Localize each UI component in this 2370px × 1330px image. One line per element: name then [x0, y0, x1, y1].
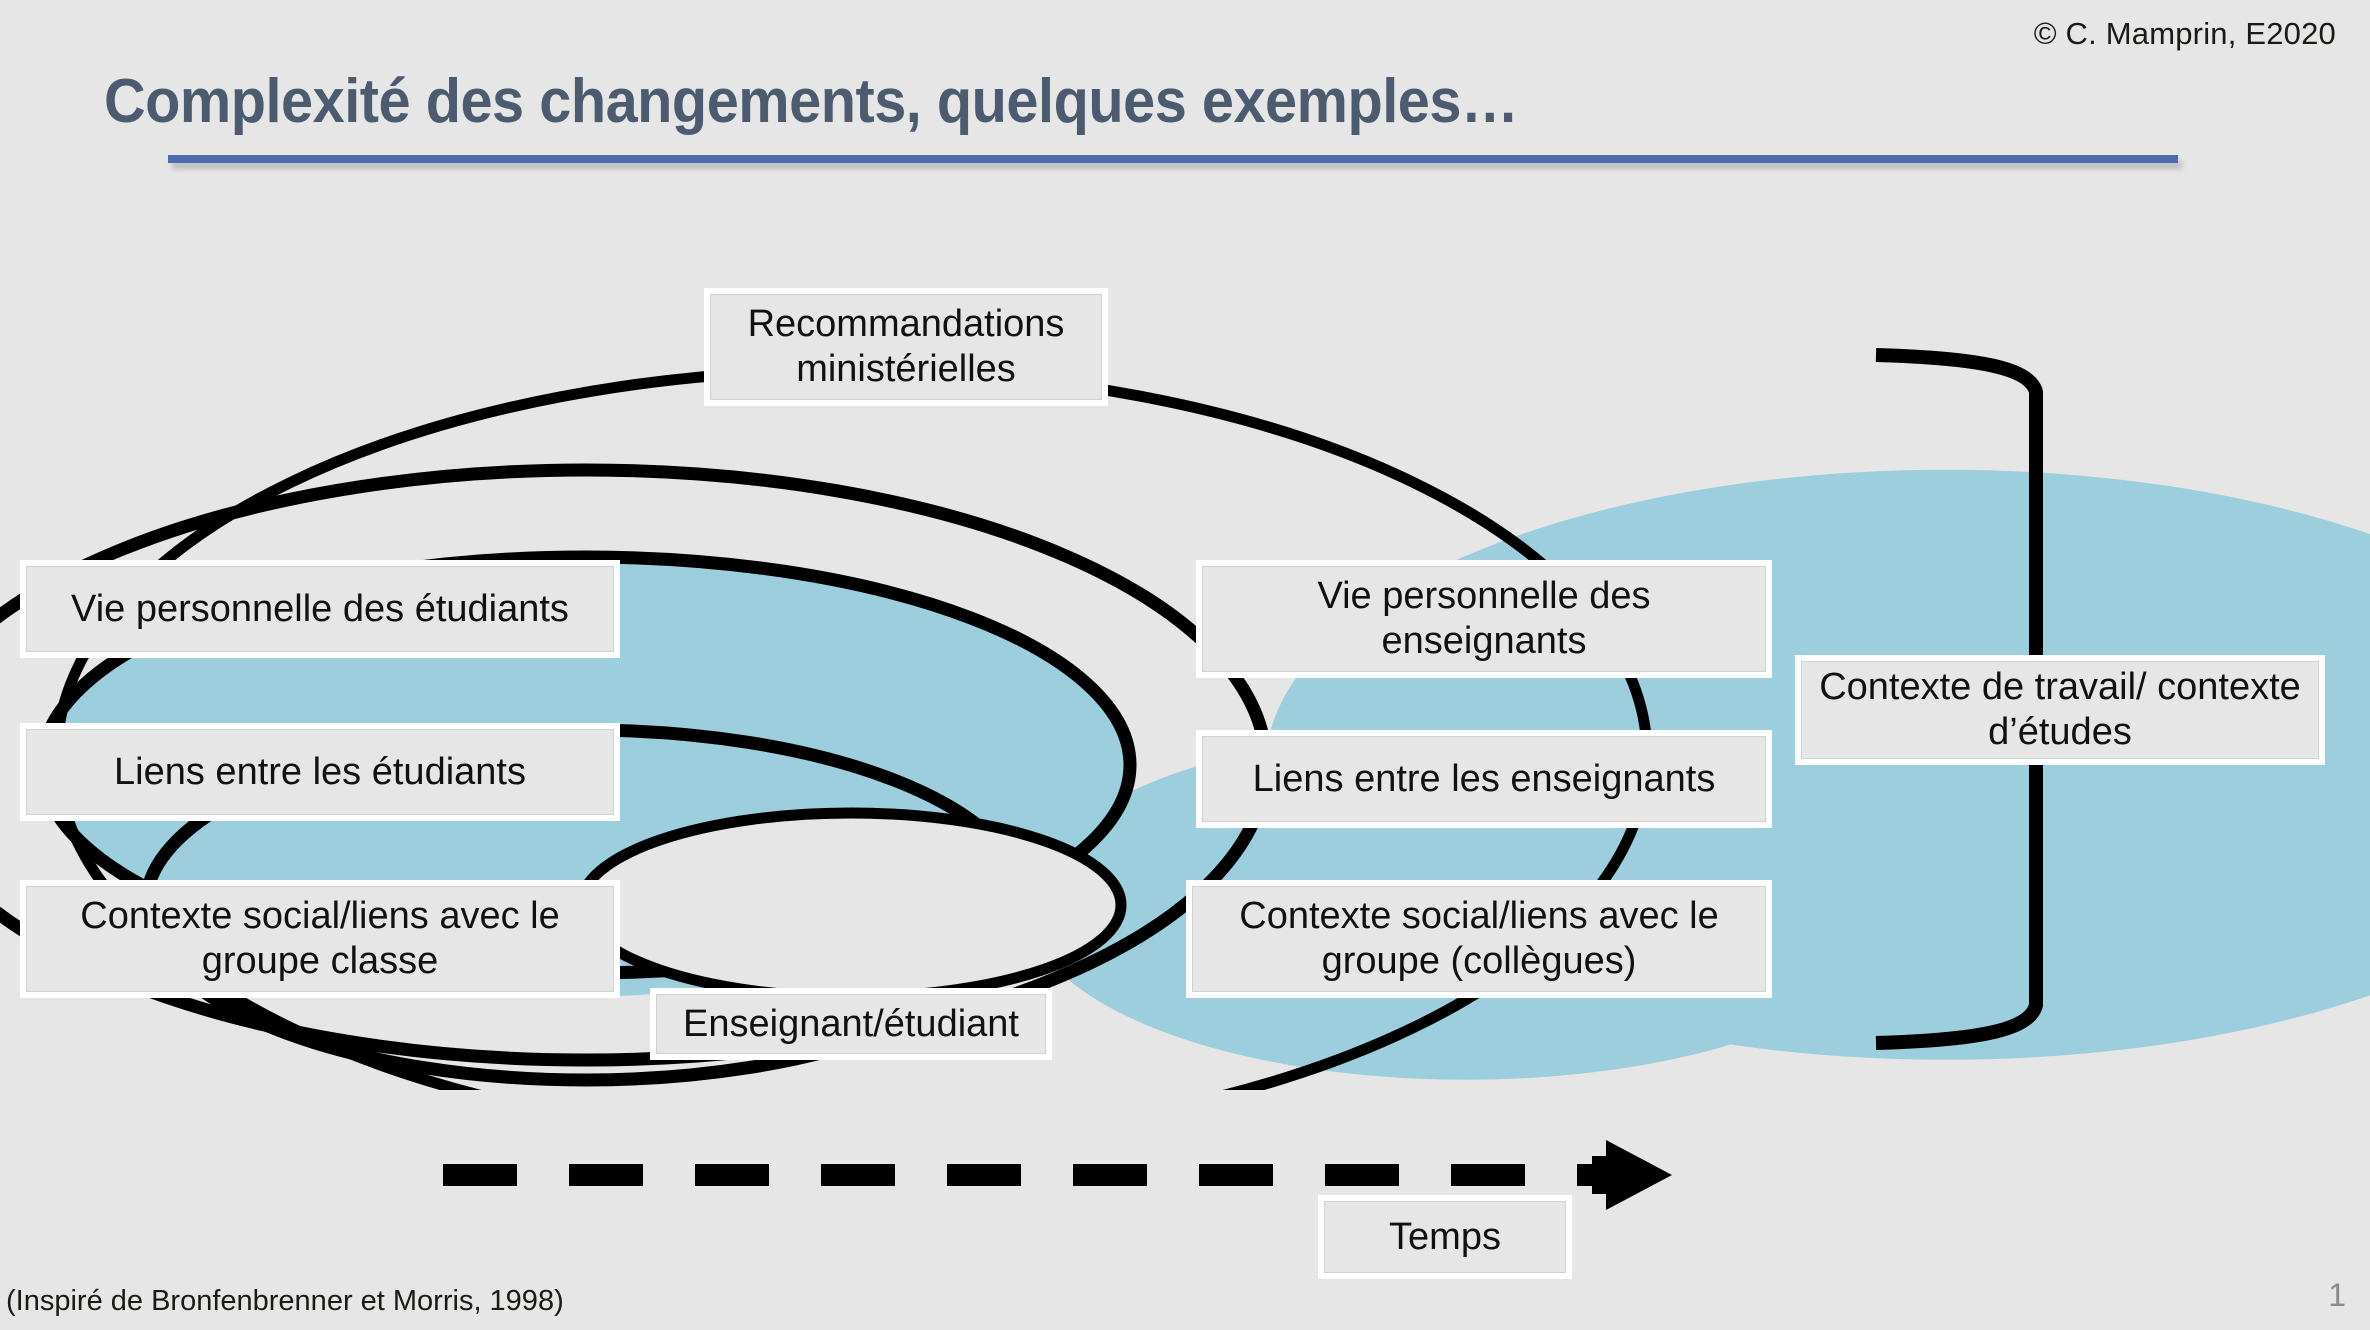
time-arrow [443, 1140, 1672, 1210]
copyright-notice: © C. Mamprin, E2020 [2033, 16, 2336, 51]
label-contexte-social-groupe-classe[interactable]: Contexte social/liens avec le groupe cla… [20, 880, 620, 998]
slide-number: 1 [2328, 1277, 2346, 1313]
label-liens-entre-enseignants[interactable]: Liens entre les enseignants [1196, 730, 1772, 828]
label-contexte-travail-etudes[interactable]: Contexte de travail/ contexte d’études [1795, 655, 2325, 765]
label-contexte-social-groupe-collegues[interactable]: Contexte social/liens avec le groupe (co… [1186, 880, 1772, 998]
source-attribution: (Inspiré de Bronfenbrenner et Morris, 19… [6, 1285, 564, 1317]
label-recommandations-ministerielles[interactable]: Recommandations ministérielles [704, 288, 1108, 406]
label-enseignant-etudiant[interactable]: Enseignant/étudiant [650, 988, 1052, 1060]
page-title: Complexité des changements, quelques exe… [104, 66, 1519, 136]
label-vie-personnelle-enseignants[interactable]: Vie personnelle des enseignants [1196, 560, 1772, 678]
label-liens-entre-etudiants[interactable]: Liens entre les étudiants [20, 723, 620, 821]
label-vie-personnelle-etudiants[interactable]: Vie personnelle des étudiants [20, 560, 620, 658]
title-underline-rule [168, 155, 2178, 163]
label-temps[interactable]: Temps [1318, 1195, 1572, 1279]
ellipse-core [575, 807, 1127, 1003]
